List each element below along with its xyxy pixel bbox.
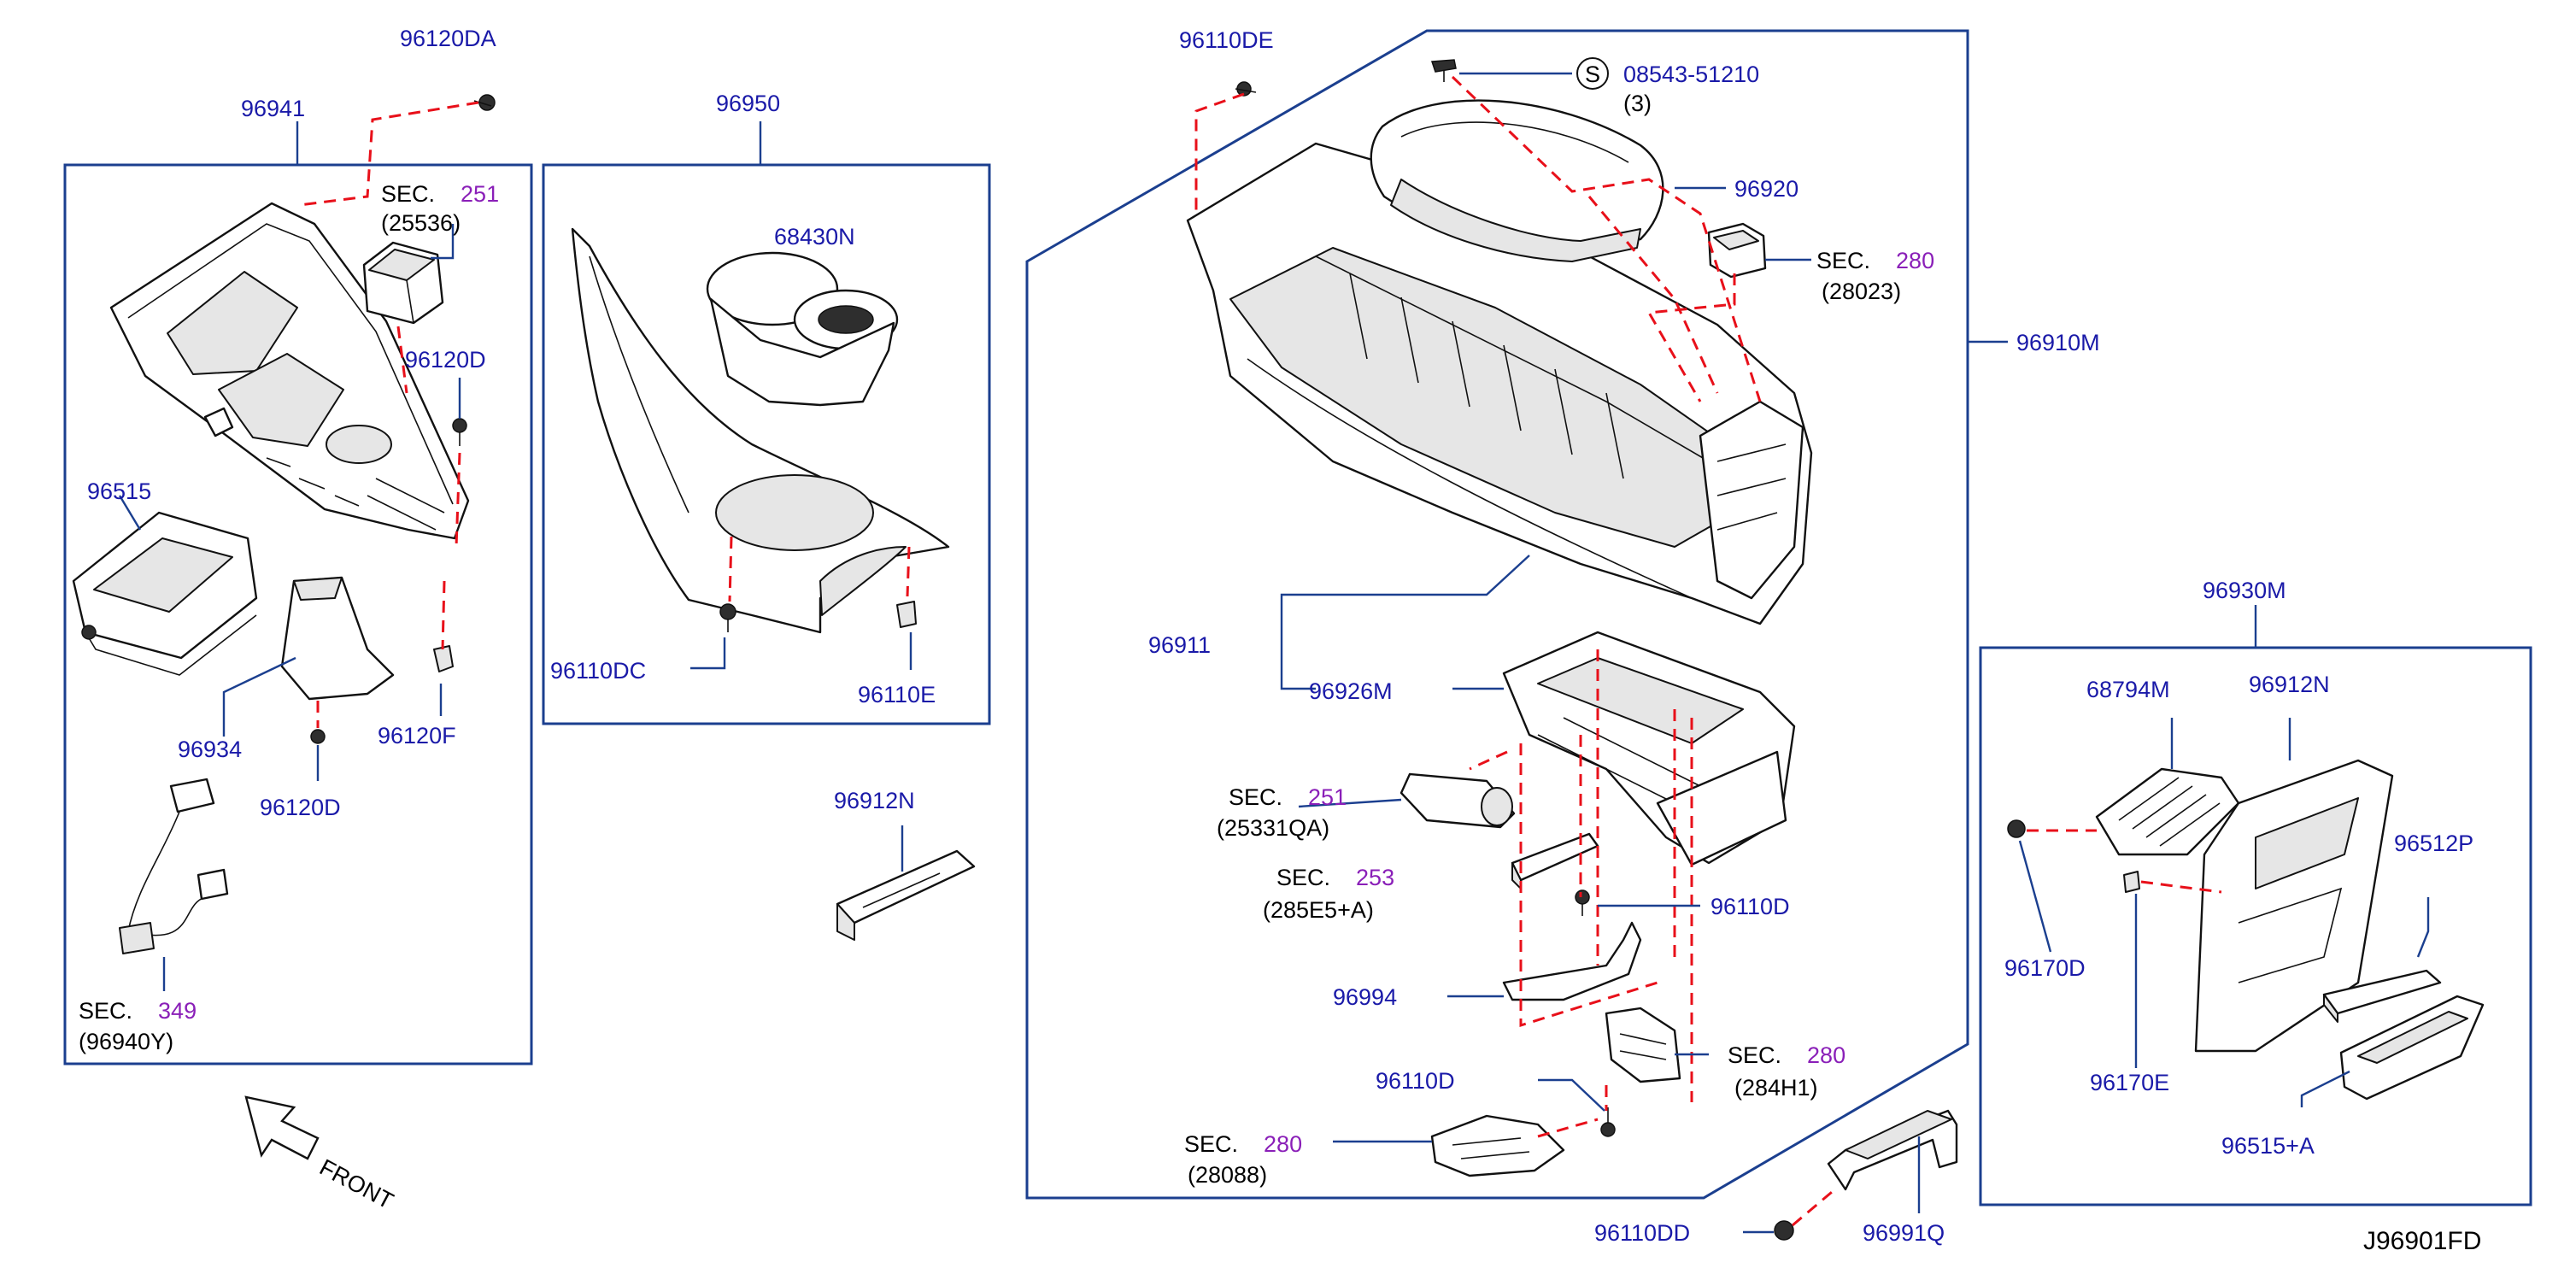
label-96110DE: 96110DE	[1179, 27, 1274, 53]
screw-96110D-lower	[1600, 1107, 1616, 1137]
label-96515: 96515	[87, 478, 151, 504]
boot-96934	[280, 576, 395, 701]
bracket-96912N	[836, 849, 976, 941]
label-96950: 96950	[716, 91, 780, 116]
label-96910M: 96910M	[2016, 330, 2100, 355]
part-labels: 96120DA 96941 96950 96110DE S 08543-5121…	[79, 26, 2481, 1255]
label-96991Q: 96991Q	[1863, 1220, 1945, 1246]
cover-96991Q	[1827, 1109, 1958, 1191]
console-finisher-96941	[109, 202, 470, 540]
label-96170D: 96170D	[2004, 955, 2086, 981]
sec-ref-96940Y: SEC.349	[79, 998, 197, 1024]
label-96911: 96911	[1148, 632, 1211, 658]
camera-25331QA	[1399, 772, 1516, 829]
screw-96170D	[2007, 819, 2026, 838]
sec-sub-25536: (25536)	[381, 210, 461, 236]
clip-96120F	[433, 645, 454, 672]
s-symbol-circle	[1576, 57, 1609, 90]
label-96110E: 96110E	[858, 682, 936, 707]
module-284H1	[1605, 1007, 1681, 1083]
sec-ref-28023: SEC.280	[1816, 248, 1934, 273]
label-68794M: 68794M	[2086, 677, 2170, 702]
label-96926M: 96926M	[1309, 678, 1393, 704]
label-96170E: 96170E	[2090, 1070, 2169, 1095]
switch-28023	[1707, 222, 1767, 279]
label-96110D-lower: 96110D	[1376, 1068, 1455, 1094]
screw-96110D-upper	[1575, 889, 1590, 916]
sec-ref-285E5A: SEC.253	[1276, 865, 1394, 890]
label-96120DA: 96120DA	[400, 26, 496, 51]
label-96110DC: 96110DC	[550, 658, 646, 684]
label-96930M: 96930M	[2203, 578, 2286, 603]
label-96912N-b: 96912N	[2249, 672, 2330, 697]
sec-sub-25331QA: (25331QA)	[1217, 815, 1329, 841]
label-96941: 96941	[241, 96, 305, 121]
sec-sub-284H1: (284H1)	[1734, 1075, 1818, 1101]
s-symbol: S	[1585, 62, 1600, 87]
label-96515A: 96515+A	[2221, 1133, 2315, 1159]
label-96120F: 96120F	[378, 723, 456, 748]
clip-96170E	[2123, 871, 2140, 893]
cup-holder-68430N	[706, 251, 899, 407]
sec-ref-284H1: SEC.280	[1728, 1042, 1845, 1068]
label-96110D-upper: 96110D	[1710, 894, 1790, 919]
sec-ref-25331QA: SEC.251	[1229, 784, 1347, 810]
label-08543-qty: (3)	[1623, 91, 1652, 116]
sensor-285E5A	[1511, 832, 1599, 889]
label-96994: 96994	[1333, 984, 1397, 1010]
harness-96940Y	[119, 778, 229, 954]
screw-08543-51210	[1430, 59, 1457, 82]
label-96120D-lower: 96120D	[260, 795, 341, 820]
drawing-id: J96901FD	[2363, 1227, 2481, 1255]
label-96512P: 96512P	[2394, 831, 2473, 856]
finisher-96912N	[2194, 759, 2394, 1053]
console-body-96911	[1186, 142, 1813, 625]
frame-96950	[542, 163, 991, 725]
tray-96515A	[2339, 995, 2485, 1101]
bracket-96926M	[1502, 631, 1796, 866]
screw-96110DE	[1235, 81, 1257, 97]
label-96934: 96934	[178, 737, 242, 762]
bezel-96512P	[2322, 969, 2442, 1023]
ashtray-96515	[72, 511, 258, 676]
antenna-28088	[1430, 1114, 1565, 1177]
frame-96910M	[1025, 29, 1969, 1200]
sec-ref-28088: SEC.280	[1184, 1131, 1302, 1157]
clip-96110E	[896, 601, 917, 628]
bracket-96994	[1502, 921, 1642, 1001]
sec-sub-285E5A: (285E5+A)	[1263, 897, 1374, 923]
armrest-lid-96920	[1370, 99, 1664, 262]
clip-96110DC	[719, 603, 736, 632]
label-96120D-upper: 96120D	[405, 347, 486, 373]
panel-96950	[571, 227, 950, 634]
label-96920: 96920	[1734, 176, 1799, 202]
sec-sub-28088: (28088)	[1188, 1162, 1267, 1188]
label-68430N: 68430N	[774, 224, 855, 249]
sec-ref-25536: SEC.251	[381, 181, 499, 207]
screw-96120D-upper	[452, 418, 467, 446]
screw-96110DD	[1774, 1220, 1794, 1241]
label-96110DD: 96110DD	[1594, 1220, 1690, 1246]
switch-25536	[362, 241, 444, 325]
label-96912N-a: 96912N	[834, 788, 915, 813]
front-arrow	[244, 1095, 320, 1160]
sec-sub-28023: (28023)	[1822, 279, 1901, 304]
sec-sub-96940Y: (96940Y)	[79, 1029, 173, 1054]
screw-96120D-lower	[310, 729, 326, 744]
front-label: FRONT	[315, 1154, 397, 1214]
label-08543-51210: 08543-51210	[1623, 62, 1759, 87]
